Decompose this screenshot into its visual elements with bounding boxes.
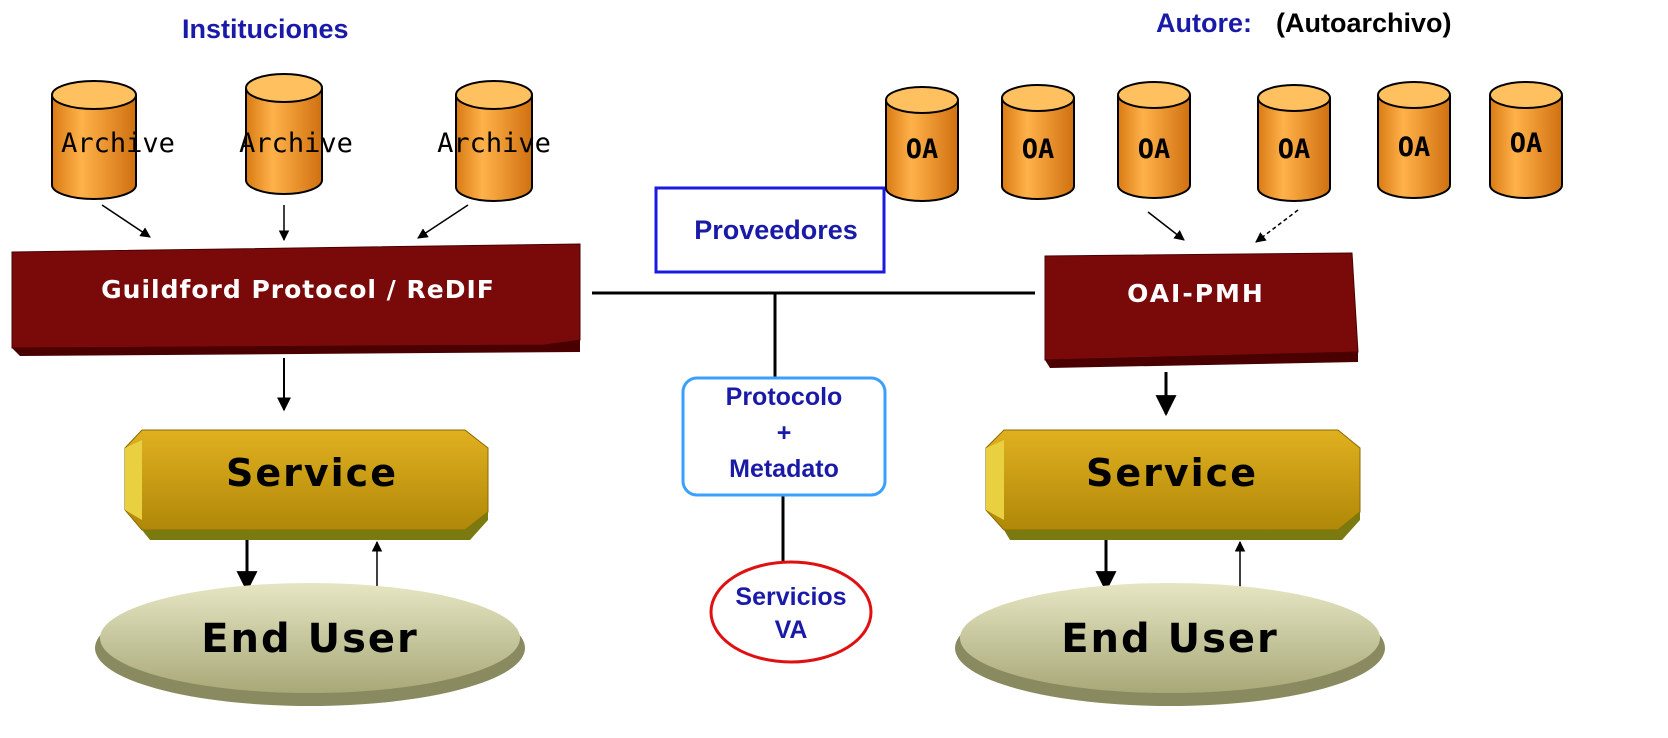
archive-cylinder-2	[245, 73, 323, 195]
services-va-ellipse	[709, 560, 873, 664]
archive-cylinder-1	[51, 80, 137, 200]
service-label-left: Service	[226, 451, 398, 495]
heading-autores: Autore:	[1156, 8, 1252, 38]
oa-cylinder-3	[1117, 81, 1191, 199]
archive-label-3: Archive	[437, 128, 551, 159]
oai-pmh-label: OAI-PMH	[1127, 279, 1265, 308]
heading-autoarchivo: (Autoarchivo)	[1276, 8, 1452, 38]
end-user-label-right: End User	[1061, 616, 1279, 662]
oa-label-4: OA	[1278, 134, 1311, 165]
end-user-label-left: End User	[201, 616, 419, 662]
oa-cylinder-1	[885, 86, 959, 202]
oa-label-6: OA	[1510, 128, 1543, 159]
heading-instituciones: Instituciones	[182, 14, 349, 44]
archive-cylinder-3	[455, 80, 533, 202]
services-va-line2: VA	[775, 616, 808, 644]
providers-box	[654, 186, 886, 274]
oa-label-3: OA	[1138, 134, 1171, 165]
service-block-right	[985, 429, 1361, 540]
arrow-archive3-protocol	[417, 204, 469, 239]
oa-cylinder-6	[1489, 81, 1563, 199]
service-block-left	[124, 429, 489, 540]
oa-label-1: OA	[906, 134, 939, 165]
oa-cylinder-5	[1377, 81, 1451, 199]
end-user-ellipse-right	[955, 583, 1385, 706]
arrow-archive1-protocol	[101, 204, 151, 238]
oa-cylinder-2	[1001, 84, 1075, 200]
guildford-protocol-label: Guildford Protocol / ReDIF	[101, 275, 495, 304]
arrow-oa4-oaipmh	[1255, 209, 1299, 243]
protocol-metadata-box	[681, 376, 887, 497]
protocol-metadata-line1: Protocolo	[726, 383, 843, 411]
arrow-oa3-oaipmh	[1147, 211, 1185, 241]
oa-cylinder-4	[1257, 84, 1331, 202]
service-label-right: Service	[1086, 451, 1258, 495]
oa-label-5: OA	[1398, 132, 1431, 163]
oa-label-2: OA	[1022, 134, 1055, 165]
services-va-line1: Servicios	[735, 583, 846, 611]
oai-pmh-bar	[1044, 252, 1359, 368]
end-user-ellipse-left	[95, 583, 525, 706]
protocol-metadata-line2: +	[777, 419, 792, 447]
guildford-protocol-bar	[11, 243, 581, 356]
protocol-metadata-line3: Metadato	[729, 455, 839, 483]
providers-label: Proveedores	[694, 215, 858, 245]
archive-label-2: Archive	[239, 128, 353, 159]
archive-label-1: Archive	[61, 128, 175, 159]
